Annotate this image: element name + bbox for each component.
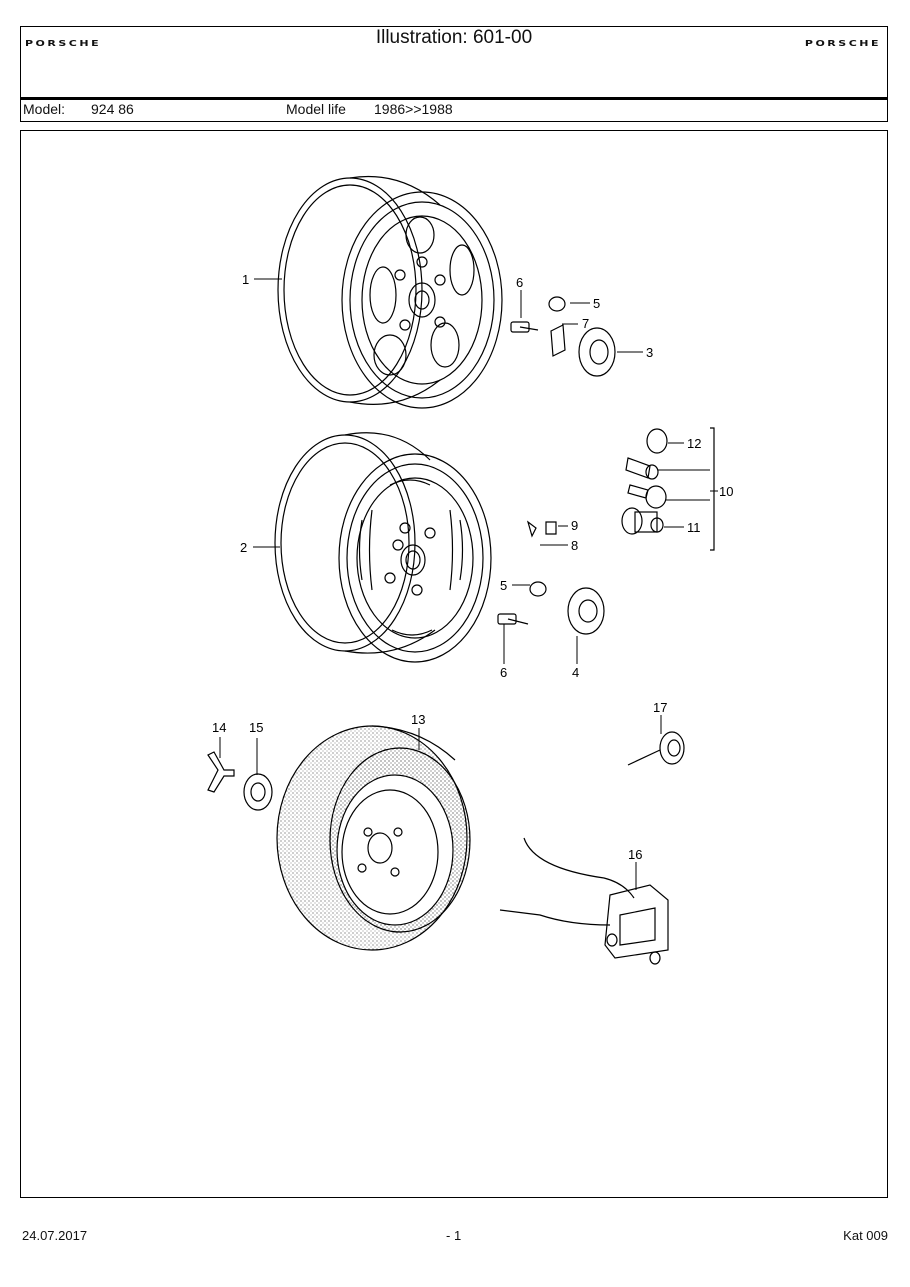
callout-8: 8	[571, 538, 578, 553]
footer-page-number: - 1	[446, 1228, 462, 1243]
parts-group-bottom	[207, 731, 685, 965]
callout-16: 16	[628, 847, 642, 862]
callout-11: 11	[687, 520, 701, 535]
callout-9: 9	[571, 518, 578, 533]
callout-13: 13	[411, 712, 425, 727]
callout-17: 17	[653, 700, 667, 715]
callout-6-middle: 6	[500, 665, 507, 680]
model-label: Model:	[23, 101, 66, 117]
callout-15: 15	[249, 720, 263, 735]
porsche-logo-left: PORSCHE	[25, 38, 102, 49]
page-title: Illustration: 601-00	[375, 27, 533, 48]
callout-12: 12	[687, 436, 701, 451]
porsche-logo-right: PORSCHE	[804, 38, 881, 49]
spare-tire-drawing	[276, 725, 471, 951]
parts-group-middle	[497, 427, 715, 635]
callout-6-top: 6	[516, 275, 523, 290]
callout-5-middle: 5	[500, 578, 507, 593]
callout-10: 10	[719, 484, 733, 499]
header-frame: PORSCHE Illustration: 601-00 PORSCHE	[20, 26, 888, 100]
wheel-2-drawing	[274, 432, 492, 663]
callout-14: 14	[212, 720, 226, 735]
footer-date: 24.07.2017	[22, 1228, 88, 1243]
callout-5-top: 5	[593, 296, 600, 311]
footer-catalog: Kat 009	[843, 1228, 888, 1243]
model-life-value: 1986>>1988	[374, 101, 453, 117]
model-bar: Model: 924 86 Model life 1986>>1988	[20, 100, 888, 122]
model-life-label: Model life	[286, 101, 346, 117]
callout-2: 2	[240, 540, 247, 555]
callout-labels: 1 6 5 7 3 12 10 11 9 8 2 5 6 4 14 15 13 …	[212, 272, 733, 862]
parts-group-top	[510, 296, 616, 377]
callout-4: 4	[572, 665, 579, 680]
model-value: 924 86	[91, 101, 134, 117]
illustration-frame	[20, 130, 888, 1198]
callout-1: 1	[242, 272, 249, 287]
callout-7: 7	[582, 316, 589, 331]
callout-3: 3	[646, 345, 653, 360]
wheel-1-drawing	[277, 175, 503, 409]
leader-lines	[219, 278, 718, 890]
